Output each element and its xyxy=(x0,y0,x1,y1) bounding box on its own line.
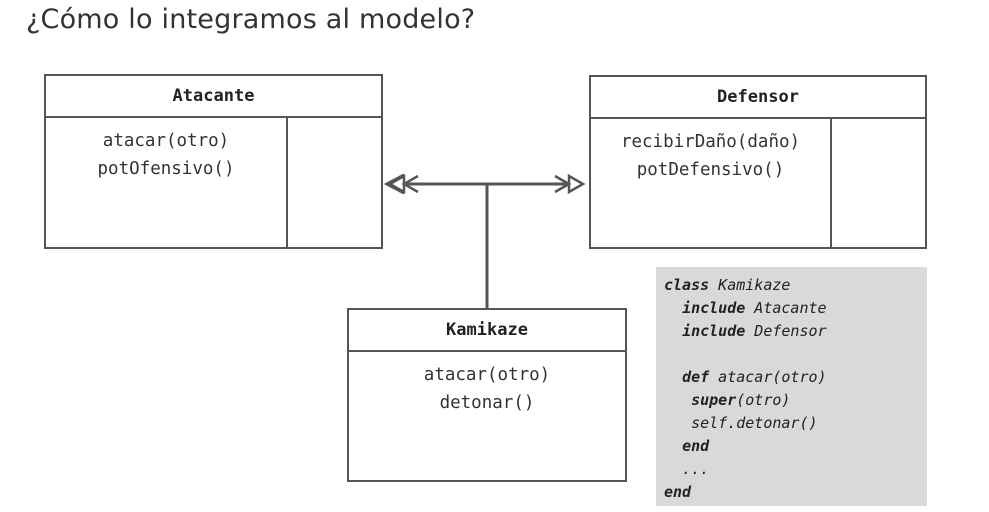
method: atacar(otro) xyxy=(102,131,230,151)
method: recibirDaño(daño) xyxy=(620,132,801,152)
method: detonar() xyxy=(439,393,535,413)
slide-title: ¿Cómo lo integramos al modelo? xyxy=(26,4,476,35)
code-text: self.detonar() xyxy=(664,414,818,432)
methods-kamikaze: atacar(otro) detonar() xyxy=(349,352,625,480)
code-line: end xyxy=(664,435,927,458)
code-keyword: include xyxy=(682,299,746,317)
methods-atacante: atacar(otro) potOfensivo() xyxy=(46,118,286,247)
code-text xyxy=(664,368,682,386)
code-line: end xyxy=(664,481,927,504)
class-box-defensor: Defensor recibirDaño(daño) potDefensivo(… xyxy=(589,75,927,249)
code-line: class Kamikaze xyxy=(664,274,927,297)
code-keyword: end xyxy=(682,437,710,455)
attributes-column-defensor xyxy=(830,119,925,247)
code-text: ... xyxy=(664,460,710,478)
code-snippet: class Kamikaze include Atacante include … xyxy=(656,267,927,506)
code-keyword: class xyxy=(664,276,710,294)
code-keyword: super xyxy=(691,391,737,409)
attributes-column-atacante xyxy=(286,118,381,247)
code-keyword: def xyxy=(682,368,710,386)
method: atacar(otro) xyxy=(423,365,551,385)
arrowhead-atacante-second xyxy=(401,174,419,194)
class-name-defensor: Defensor xyxy=(591,77,925,119)
code-text xyxy=(664,391,691,409)
class-name-atacante: Atacante xyxy=(46,76,381,118)
code-line: include Atacante xyxy=(664,297,927,320)
code-text: (otro) xyxy=(736,391,791,409)
code-text xyxy=(664,322,682,340)
code-line: include Defensor xyxy=(664,320,927,343)
code-line: def atacar(otro) xyxy=(664,366,927,389)
class-box-atacante: Atacante atacar(otro) potOfensivo() xyxy=(44,74,383,249)
code-text xyxy=(664,299,682,317)
code-line xyxy=(664,343,927,366)
code-line: self.detonar() xyxy=(664,412,927,435)
code-text: Defensor xyxy=(745,322,827,340)
code-line: super(otro) xyxy=(664,389,927,412)
code-text: Atacante xyxy=(745,299,827,317)
code-keyword: end xyxy=(664,483,692,501)
code-text: atacar(otro) xyxy=(709,368,827,386)
method: potDefensivo() xyxy=(636,160,785,180)
class-name-kamikaze: Kamikaze xyxy=(349,310,625,352)
methods-defensor: recibirDaño(daño) potDefensivo() xyxy=(591,119,830,247)
code-line: ... xyxy=(664,458,927,481)
code-keyword: include xyxy=(682,322,746,340)
method: potOfensivo() xyxy=(97,159,235,179)
code-text: Kamikaze xyxy=(709,276,791,294)
code-text xyxy=(664,437,682,455)
class-body-atacante: atacar(otro) potOfensivo() xyxy=(46,118,381,247)
class-body-defensor: recibirDaño(daño) potDefensivo() xyxy=(591,119,925,247)
arrowhead-defensor-second xyxy=(554,174,572,194)
class-body-kamikaze: atacar(otro) detonar() xyxy=(349,352,625,480)
class-box-kamikaze: Kamikaze atacar(otro) detonar() xyxy=(347,308,627,482)
